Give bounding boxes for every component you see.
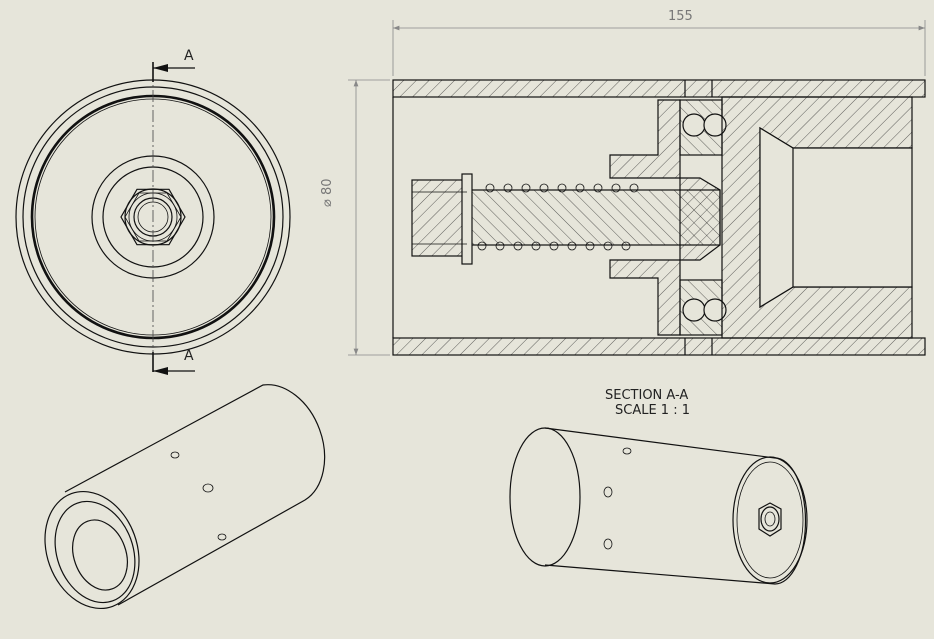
section-arrow-label-top: A: [184, 48, 194, 64]
section-scale: SCALE 1 : 1: [615, 403, 690, 418]
front-view: [15, 62, 291, 375]
isometric-view-right: [509, 427, 808, 585]
isometric-view-left: [44, 384, 326, 610]
diameter-dimension-text: ⌀ 80: [320, 178, 335, 207]
length-dimension-text: 155: [668, 9, 693, 24]
section-title: SECTION A-A: [605, 388, 689, 403]
section-view: [348, 20, 926, 356]
section-arrow-label-bottom: A: [184, 348, 194, 364]
spring-coils: [477, 183, 639, 251]
